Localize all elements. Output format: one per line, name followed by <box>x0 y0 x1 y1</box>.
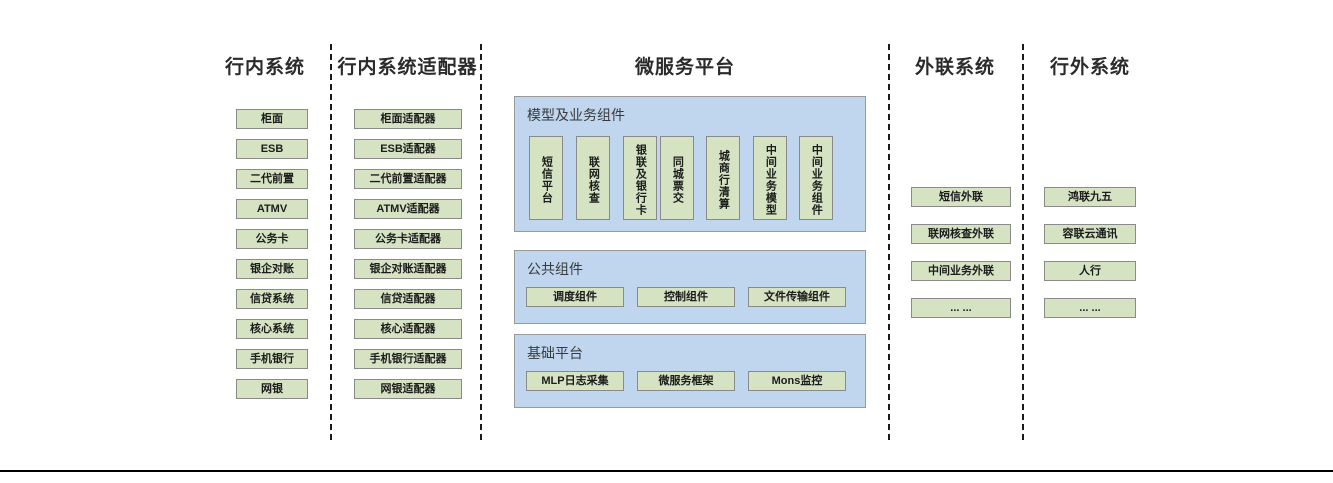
node-model-component[interactable]: 中间业务组件 <box>799 136 833 220</box>
column-divider-3 <box>888 44 890 440</box>
node-internal-system[interactable]: 柜面 <box>236 109 308 129</box>
column-divider-1 <box>330 44 332 440</box>
node-internal-system[interactable]: 网银 <box>236 379 308 399</box>
node-internal-system[interactable]: 信贷系统 <box>236 289 308 309</box>
node-internal-adapter[interactable]: 银企对账适配器 <box>354 259 462 279</box>
column-divider-4 <box>1022 44 1024 440</box>
node-internal-system[interactable]: 二代前置 <box>236 169 308 189</box>
node-outside-bank-system[interactable]: 人行 <box>1044 261 1136 281</box>
node-internal-system[interactable]: 银企对账 <box>236 259 308 279</box>
column-title-microservice-platform: 微服务平台 <box>634 57 735 78</box>
panel-title-basic-platform: 基础平台 <box>527 345 583 361</box>
column-title-outside-bank-systems: 行外系统 <box>1049 57 1130 78</box>
node-external-link-system[interactable]: 中间业务外联 <box>911 261 1011 281</box>
node-internal-adapter[interactable]: 柜面适配器 <box>354 109 462 129</box>
node-internal-adapter[interactable]: 信贷适配器 <box>354 289 462 309</box>
node-model-component[interactable]: 短信平台 <box>529 136 563 220</box>
node-model-component[interactable]: 中间业务模型 <box>753 136 787 220</box>
node-internal-system[interactable]: ATMV <box>236 199 308 219</box>
node-external-link-system[interactable]: ... ... <box>911 298 1011 318</box>
node-basic-platform-component[interactable]: 微服务框架 <box>637 371 735 391</box>
node-internal-system[interactable]: 手机银行 <box>236 349 308 369</box>
node-model-component[interactable]: 同城票交 <box>660 136 694 220</box>
node-internal-adapter[interactable]: 网银适配器 <box>354 379 462 399</box>
node-internal-system[interactable]: 核心系统 <box>236 319 308 339</box>
node-external-link-system[interactable]: 短信外联 <box>911 187 1011 207</box>
node-internal-adapter[interactable]: 公务卡适配器 <box>354 229 462 249</box>
column-title-internal-systems: 行内系统 <box>224 57 305 78</box>
panel-title-public-components: 公共组件 <box>527 261 583 277</box>
node-internal-system[interactable]: 公务卡 <box>236 229 308 249</box>
column-title-external-link-systems: 外联系统 <box>914 57 995 78</box>
node-model-component[interactable]: 联网核查 <box>576 136 610 220</box>
node-external-link-system[interactable]: 联网核查外联 <box>911 224 1011 244</box>
column-title-internal-adapters: 行内系统适配器 <box>337 57 478 78</box>
node-public-component[interactable]: 调度组件 <box>526 287 624 307</box>
column-divider-2 <box>480 44 482 440</box>
node-outside-bank-system[interactable]: ... ... <box>1044 298 1136 318</box>
node-model-component[interactable]: 城商行清算 <box>706 136 740 220</box>
node-public-component[interactable]: 控制组件 <box>637 287 735 307</box>
node-basic-platform-component[interactable]: MLP日志采集 <box>526 371 624 391</box>
node-outside-bank-system[interactable]: 鸿联九五 <box>1044 187 1136 207</box>
node-outside-bank-system[interactable]: 容联云通讯 <box>1044 224 1136 244</box>
node-internal-adapter[interactable]: 手机银行适配器 <box>354 349 462 369</box>
node-internal-adapter[interactable]: ESB适配器 <box>354 139 462 159</box>
panel-title-model-business-components: 模型及业务组件 <box>527 107 625 123</box>
node-internal-adapter[interactable]: 二代前置适配器 <box>354 169 462 189</box>
node-internal-adapter[interactable]: ATMV适配器 <box>354 199 462 219</box>
node-model-component[interactable]: 银联及银行卡 <box>623 136 657 220</box>
bottom-divider <box>0 470 1333 472</box>
node-basic-platform-component[interactable]: Mons监控 <box>748 371 846 391</box>
node-public-component[interactable]: 文件传输组件 <box>748 287 846 307</box>
node-internal-system[interactable]: ESB <box>236 139 308 159</box>
node-internal-adapter[interactable]: 核心适配器 <box>354 319 462 339</box>
